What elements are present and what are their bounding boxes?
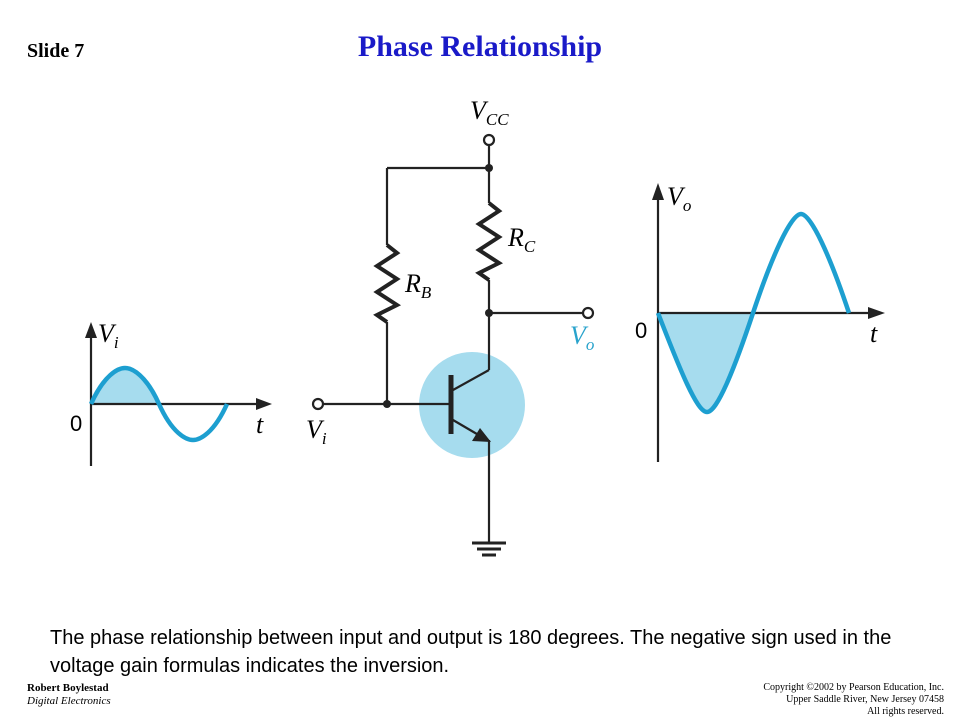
slide-caption: The phase relationship between input and… xyxy=(50,627,892,677)
author-name: Robert Boylestad xyxy=(27,682,109,694)
output-xlabel: t xyxy=(870,319,878,348)
emitter-arrow xyxy=(472,428,491,442)
book-title: Digital Electronics xyxy=(27,695,111,707)
transistor-highlight xyxy=(419,352,525,458)
vcc-label: VCC xyxy=(470,96,509,129)
copyright-line: Copyright ©2002 by Pearson Education, In… xyxy=(763,682,944,693)
output-origin: 0 xyxy=(635,318,647,343)
slide-number: Slide 7 xyxy=(27,40,85,62)
output-sine-wave xyxy=(655,211,852,415)
rb-label: RB xyxy=(404,269,432,302)
vo-circuit-label: Vo xyxy=(570,321,594,354)
output-negative-fill xyxy=(658,313,753,412)
author-block: Robert Boylestad Digital Electronics xyxy=(27,682,111,708)
input-xlabel: t xyxy=(256,410,264,439)
slide-title: Phase Relationship xyxy=(357,30,603,63)
vcc-terminal xyxy=(482,133,496,147)
address-line: Upper Saddle River, New Jersey 07458 xyxy=(786,694,944,705)
amplifier-circuit xyxy=(311,133,595,557)
vo-terminal xyxy=(581,306,595,320)
input-waveform-plot: Vi t 0 xyxy=(70,319,272,466)
input-sine-wave xyxy=(88,365,230,443)
rights-line: All rights reserved. xyxy=(867,706,944,717)
vi-circuit-label: Vi xyxy=(306,415,327,448)
ground-symbol xyxy=(472,541,506,557)
copyright-block: Copyright ©2002 by Pearson Education, In… xyxy=(763,682,944,718)
input-positive-fill xyxy=(91,368,159,404)
vi-terminal xyxy=(311,397,325,411)
output-waveform-plot: Vo t 0 xyxy=(635,182,885,462)
rc-label: RC xyxy=(507,223,536,256)
rc-resistor xyxy=(475,201,504,282)
output-ylabel: Vo xyxy=(667,182,691,215)
input-ylabel: Vi xyxy=(98,319,119,352)
input-origin: 0 xyxy=(70,411,82,436)
rb-resistor xyxy=(373,243,402,324)
